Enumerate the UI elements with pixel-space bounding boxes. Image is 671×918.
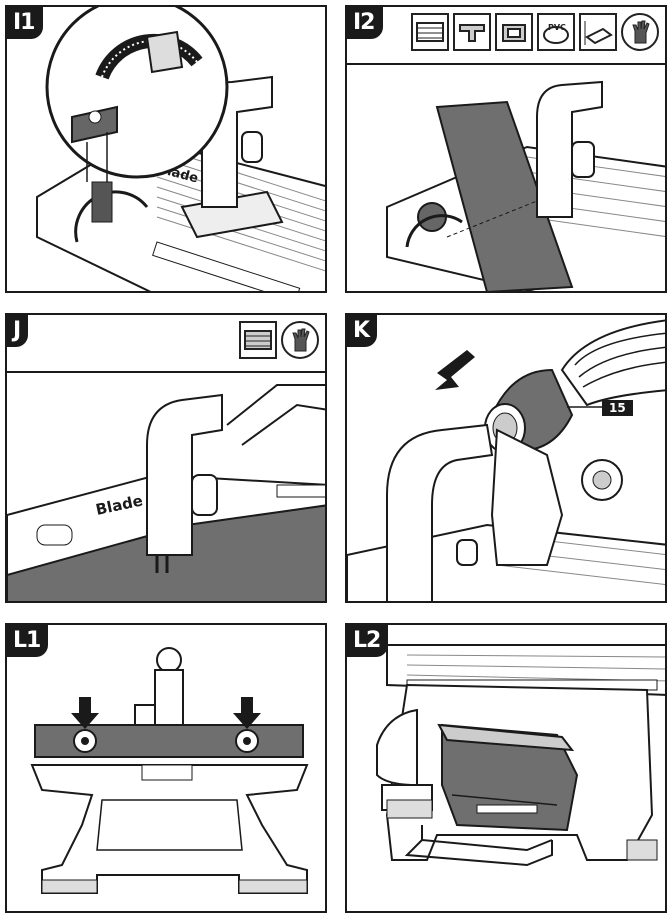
panel-l2: L2 — [345, 623, 667, 913]
sheet-icon — [579, 13, 617, 51]
panel-l1: L1 — [5, 623, 327, 913]
glove-icon — [281, 321, 319, 359]
profile-icon — [453, 13, 491, 51]
step-label: K — [347, 315, 378, 347]
step-label: I1 — [7, 7, 43, 39]
glove-icon — [621, 13, 659, 51]
panel-j: J Blade — [5, 313, 327, 603]
step-label: L2 — [347, 625, 389, 657]
illustration-remove-insert — [30, 647, 309, 894]
wood-icon — [411, 13, 449, 51]
panel-i2: I2 PVC — [345, 5, 667, 293]
material-icons — [239, 321, 319, 359]
illustration-dust-port — [347, 319, 665, 601]
illustration-cut-workpiece — [386, 80, 665, 291]
wood-icon — [239, 321, 277, 359]
illustration-straight-cut: Blade — [7, 384, 325, 601]
part-number-callout: 15 — [602, 400, 633, 416]
illustration-dust-bag — [376, 644, 665, 867]
pvc-icon: PVC — [537, 13, 575, 51]
panel-i1: I1 Blade — [5, 5, 327, 293]
pvc-label: PVC — [548, 23, 566, 32]
step-label: I2 — [347, 7, 383, 39]
panel-k: K 15 — [345, 313, 667, 603]
channel-icon — [495, 13, 533, 51]
illustration-bevel-adjust: Blade — [36, 7, 325, 291]
step-label: J — [7, 315, 29, 347]
material-icons: PVC — [411, 13, 659, 51]
step-label: L1 — [7, 625, 49, 657]
